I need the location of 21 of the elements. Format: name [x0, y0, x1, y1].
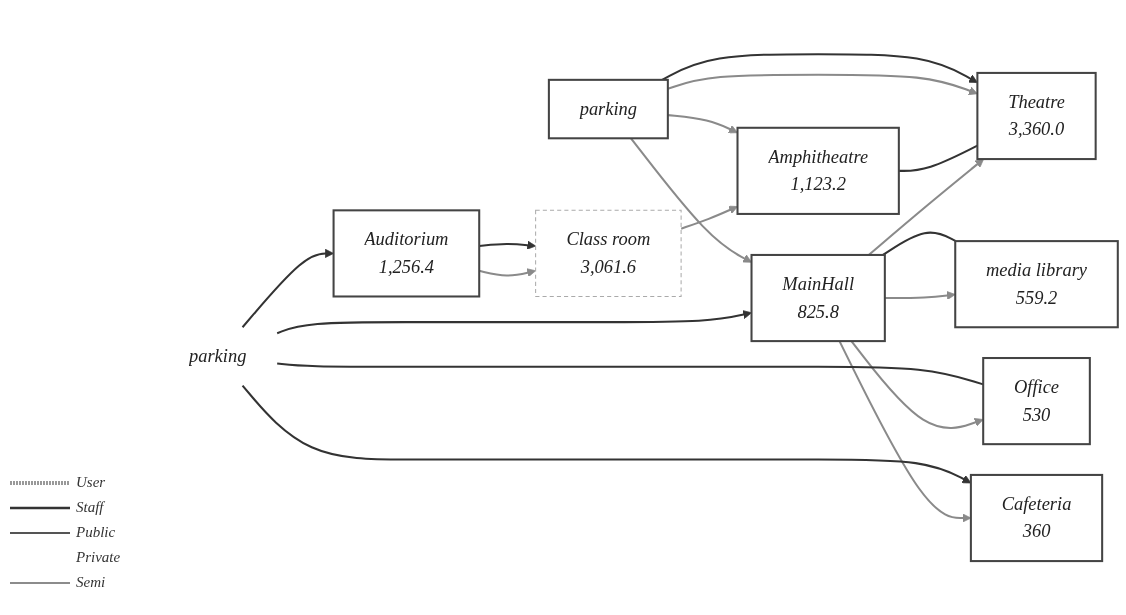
connector — [882, 231, 957, 256]
connector — [277, 362, 984, 386]
node-box: MainHall 825.8 — [750, 253, 886, 342]
legend-label: Public — [76, 524, 116, 541]
arrow — [667, 113, 738, 134]
legend-label: Private — [76, 549, 121, 566]
node-box: Office 530 — [982, 356, 1091, 446]
node-box: Theatre 3,360.0 — [976, 71, 1097, 160]
arrow — [241, 248, 334, 328]
arrow — [884, 290, 956, 300]
connector — [898, 144, 978, 172]
legend-label: User — [76, 474, 106, 491]
node-box: Cafeteria 360 — [969, 473, 1104, 562]
arrow — [868, 158, 985, 256]
node-box: media library 559.2 — [954, 239, 1119, 329]
arrow — [850, 340, 984, 429]
arrow — [276, 310, 752, 334]
legend-label: Semi — [76, 574, 106, 591]
node-box: Class room 3,061.6 — [535, 209, 682, 297]
legend-label: Staff — [76, 499, 104, 516]
arrow — [667, 73, 978, 95]
